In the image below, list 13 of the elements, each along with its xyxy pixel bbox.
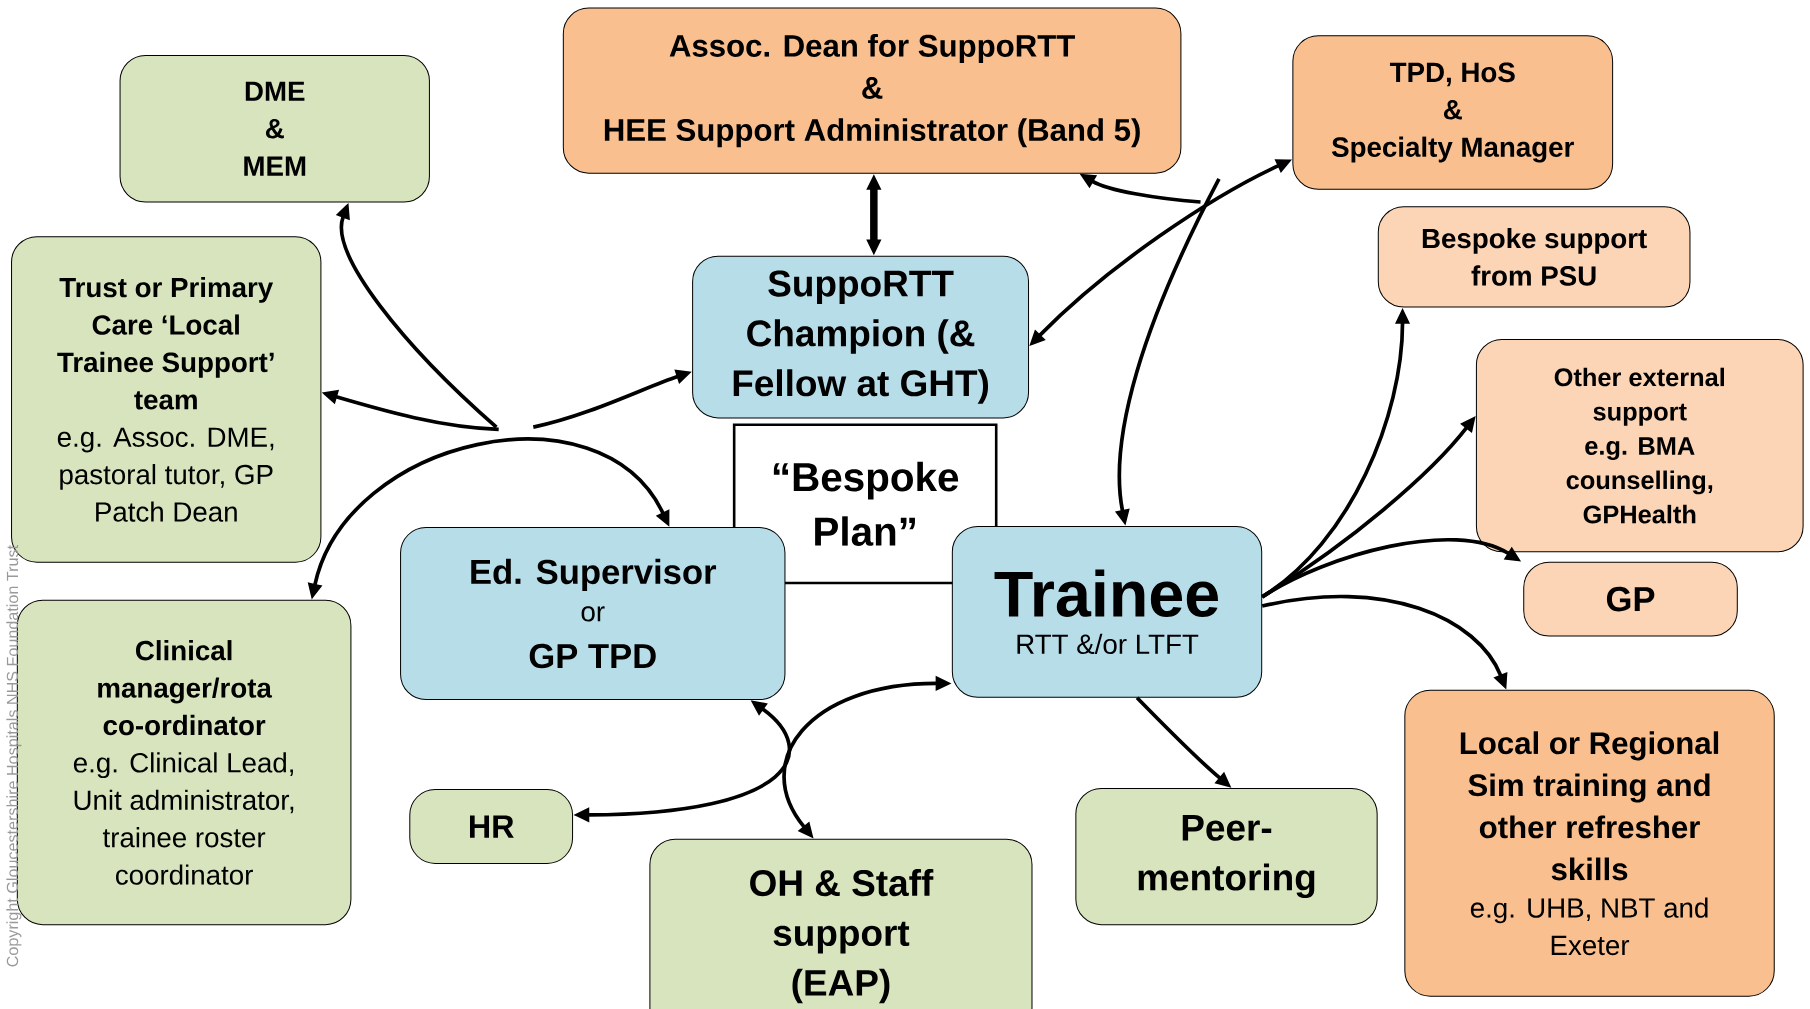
role-box: TPD, HoS & Specialty Manager bbox=[1292, 35, 1614, 190]
trainee-box: Trainee RTT &/or LTFT bbox=[951, 525, 1263, 698]
support-box: Other external support e.g. BMA counselling, GPHealth bbox=[1475, 338, 1804, 553]
support-box: Peer-mentoring bbox=[1075, 787, 1378, 926]
training-box: Local or Regional Sim training and other refresher skills e.g. UHB, NBT and Exeter bbox=[1404, 689, 1775, 997]
role-box: SuppoRTT Champion (& Fellow at GHT) bbox=[692, 255, 1030, 419]
role-box: DME & MEM bbox=[119, 54, 430, 203]
support-box: HR bbox=[409, 789, 574, 864]
support-box: OH & Staff support (EAP) bbox=[649, 838, 1033, 1009]
role-box: Assoc. Dean for SuppoRTT & HEE Support Administrator (Band 5) bbox=[562, 7, 1182, 174]
role-box: Ed. Supervisor or GP TPD bbox=[400, 527, 786, 701]
support-box: GP bbox=[1523, 561, 1738, 637]
support-box: Bespoke support from PSU bbox=[1377, 206, 1691, 308]
